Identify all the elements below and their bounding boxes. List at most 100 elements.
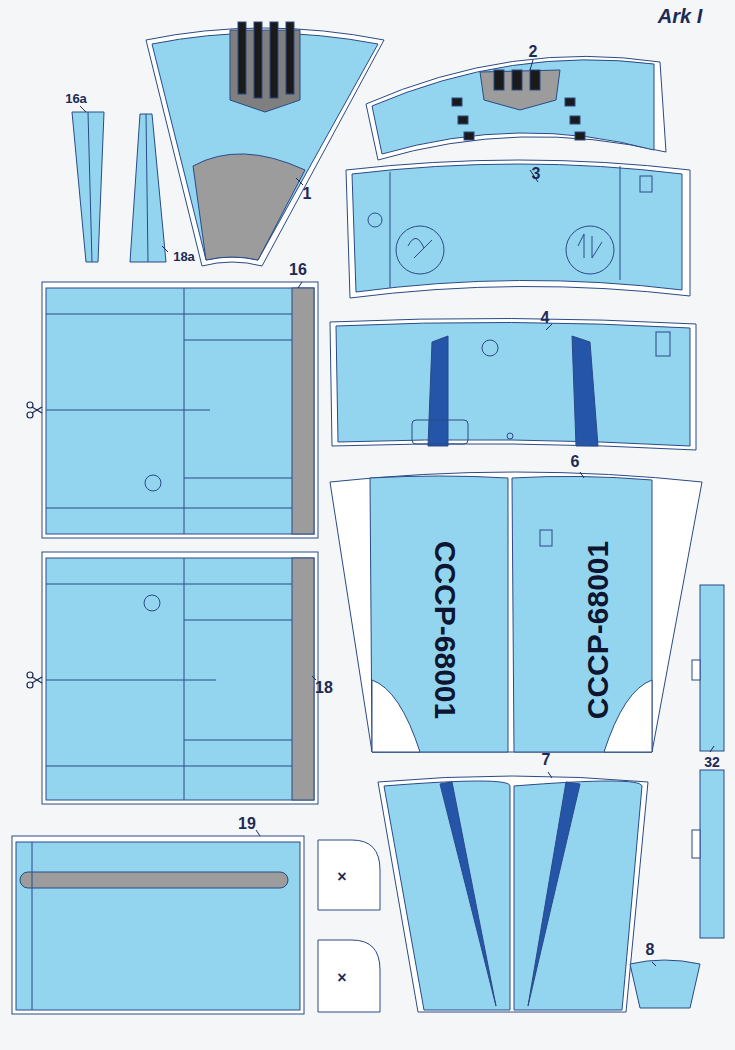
part-number: 32 bbox=[704, 755, 720, 769]
porthole bbox=[507, 433, 513, 439]
hatch bbox=[640, 176, 652, 192]
fuselage-part bbox=[372, 60, 654, 154]
part-number: 3 bbox=[532, 166, 541, 182]
cut-line bbox=[46, 410, 210, 411]
fuselage-part bbox=[352, 164, 682, 292]
glue-flap bbox=[12, 836, 304, 1014]
emblem-mark bbox=[408, 238, 432, 258]
porthole bbox=[368, 213, 382, 227]
panel-line bbox=[184, 288, 185, 534]
part-number: 18a bbox=[173, 250, 195, 263]
window bbox=[512, 70, 522, 90]
panel-line bbox=[46, 584, 292, 585]
grey-panel bbox=[193, 154, 305, 260]
grey-band bbox=[292, 288, 314, 534]
part-number: 4 bbox=[541, 310, 550, 326]
hatch bbox=[412, 420, 468, 444]
glue-tab bbox=[692, 660, 700, 680]
fold-line bbox=[88, 112, 92, 262]
window bbox=[254, 22, 262, 98]
window bbox=[270, 22, 278, 98]
glue-flap bbox=[330, 472, 702, 752]
grey-bar bbox=[20, 872, 288, 888]
panel-line bbox=[184, 478, 292, 479]
panel-line bbox=[390, 172, 391, 288]
fold-line bbox=[146, 114, 148, 262]
panel-line bbox=[184, 740, 292, 741]
window bbox=[286, 22, 294, 94]
glue-flap bbox=[366, 56, 666, 160]
part-number: 8 bbox=[646, 942, 655, 958]
sheet-title: Ark I bbox=[658, 6, 702, 26]
cutout-piece bbox=[318, 840, 380, 910]
tail-panel bbox=[514, 781, 642, 1010]
panel-line bbox=[184, 340, 292, 341]
part-number: 18 bbox=[315, 680, 333, 696]
glue-flap bbox=[372, 680, 420, 752]
strip-part bbox=[72, 112, 104, 262]
part-number: 6 bbox=[571, 454, 580, 470]
window bbox=[575, 132, 585, 140]
strip-part bbox=[700, 770, 724, 938]
cutout-piece bbox=[318, 940, 380, 1012]
fuselage-part bbox=[16, 842, 300, 1010]
glue-flap bbox=[42, 282, 318, 538]
wing-part bbox=[46, 288, 314, 534]
tail-panel bbox=[512, 476, 652, 752]
panel-line bbox=[620, 166, 621, 280]
part-number: 16 bbox=[289, 262, 307, 278]
grey-band bbox=[292, 558, 314, 800]
part-number: 7 bbox=[542, 752, 551, 768]
porthole bbox=[482, 340, 498, 356]
hatch bbox=[656, 332, 670, 356]
fuselage-part bbox=[336, 322, 690, 446]
window bbox=[565, 98, 575, 106]
emblem bbox=[566, 226, 614, 274]
window bbox=[530, 70, 540, 90]
stripe bbox=[528, 782, 580, 1006]
stripe bbox=[428, 336, 448, 446]
part-number: 16a bbox=[65, 92, 87, 105]
glue-tab bbox=[692, 830, 700, 858]
hatch bbox=[540, 530, 552, 546]
tail-panel bbox=[370, 476, 508, 752]
panel-line bbox=[184, 558, 185, 800]
mark: × bbox=[337, 869, 346, 885]
emblem-mark bbox=[578, 234, 602, 258]
tail-panel bbox=[384, 781, 510, 1010]
panel-line bbox=[184, 620, 292, 621]
wing-part bbox=[46, 558, 314, 800]
porthole bbox=[144, 595, 160, 611]
cockpit bbox=[480, 70, 560, 110]
glue-flap bbox=[330, 318, 696, 450]
part-number: 1 bbox=[303, 186, 312, 202]
window bbox=[464, 132, 474, 140]
panel-line bbox=[46, 766, 292, 767]
scissors-symbol bbox=[27, 402, 42, 688]
window bbox=[452, 98, 462, 106]
cut-line bbox=[46, 680, 216, 681]
window bbox=[494, 70, 504, 90]
window bbox=[238, 22, 246, 94]
small-part bbox=[630, 960, 700, 1008]
window bbox=[570, 116, 580, 124]
stripe bbox=[440, 782, 496, 1006]
strip-part bbox=[130, 114, 166, 262]
leader-line bbox=[80, 60, 714, 966]
registration-text: СССР-68001 bbox=[430, 541, 460, 719]
part-number: 2 bbox=[529, 44, 538, 60]
panel-line bbox=[46, 314, 292, 315]
glue-flap bbox=[346, 160, 690, 298]
window bbox=[458, 116, 468, 124]
panel-line bbox=[46, 508, 292, 509]
registration-text: СССР-68001 bbox=[583, 541, 613, 719]
part-number: 19 bbox=[238, 816, 256, 832]
mark: × bbox=[337, 970, 346, 986]
strip-part bbox=[700, 585, 724, 751]
glue-flap bbox=[42, 552, 318, 804]
emblem bbox=[396, 226, 444, 274]
porthole bbox=[145, 475, 161, 491]
glue-flap bbox=[378, 776, 648, 1012]
panel-line bbox=[32, 842, 33, 1010]
